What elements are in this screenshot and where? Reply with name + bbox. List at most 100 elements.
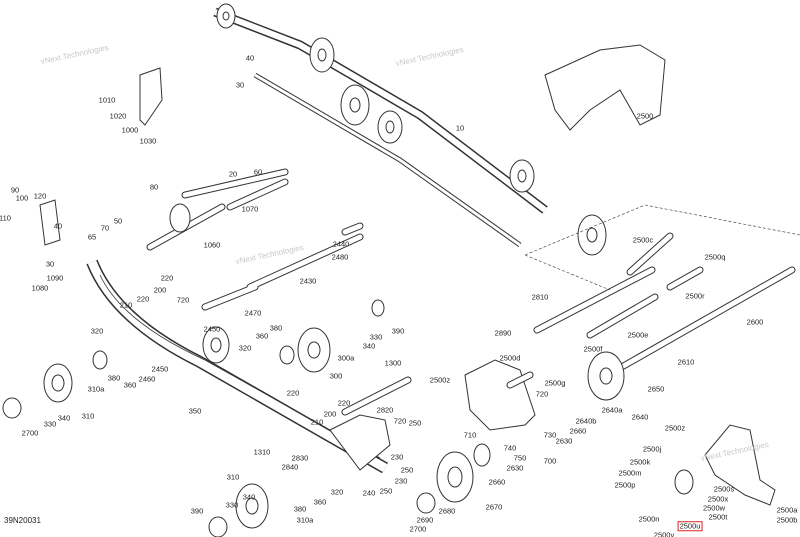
part-label-250[interactable]: 250 bbox=[400, 465, 414, 475]
part-label-380[interactable]: 380 bbox=[293, 504, 307, 514]
part-label-350[interactable]: 350 bbox=[188, 406, 202, 416]
part-label-340[interactable]: 340 bbox=[57, 413, 71, 423]
part-label-330[interactable]: 330 bbox=[43, 419, 57, 429]
part-label-2810[interactable]: 2810 bbox=[531, 292, 549, 302]
part-label-340[interactable]: 340 bbox=[362, 341, 376, 351]
part-label-2630[interactable]: 2630 bbox=[506, 463, 524, 473]
part-label-1000[interactable]: 1000 bbox=[121, 125, 139, 135]
part-label-1070[interactable]: 1070 bbox=[241, 204, 259, 214]
part-label-2500c[interactable]: 2500c bbox=[632, 235, 654, 245]
part-label-250[interactable]: 250 bbox=[379, 486, 393, 496]
part-label-300[interactable]: 300 bbox=[329, 371, 343, 381]
part-label-2500j[interactable]: 2500j bbox=[642, 444, 662, 454]
part-label-40[interactable]: 40 bbox=[245, 53, 255, 63]
part-label-310[interactable]: 310 bbox=[226, 472, 240, 482]
part-label-110[interactable]: 110 bbox=[0, 213, 11, 223]
part-label-210[interactable]: 210 bbox=[310, 417, 324, 427]
part-label-2600[interactable]: 2600 bbox=[746, 317, 764, 327]
part-label-2670[interactable]: 2670 bbox=[485, 502, 503, 512]
part-label-220[interactable]: 220 bbox=[337, 398, 351, 408]
part-label-2610[interactable]: 2610 bbox=[677, 357, 695, 367]
part-label-2500a[interactable]: 2500a bbox=[776, 505, 798, 515]
part-label-2660[interactable]: 2660 bbox=[488, 477, 506, 487]
part-label-2470[interactable]: 2470 bbox=[244, 308, 262, 318]
part-label-210[interactable]: 210 bbox=[119, 300, 133, 310]
part-label-300a[interactable]: 300a bbox=[337, 353, 355, 363]
part-label-2690[interactable]: 2690 bbox=[416, 515, 434, 525]
part-label-320[interactable]: 320 bbox=[238, 343, 252, 353]
part-label-2890[interactable]: 2890 bbox=[494, 328, 512, 338]
part-label-80[interactable]: 80 bbox=[149, 182, 159, 192]
part-label-720[interactable]: 720 bbox=[393, 416, 407, 426]
part-label-1030[interactable]: 1030 bbox=[139, 136, 157, 146]
part-label-2700[interactable]: 2700 bbox=[409, 524, 427, 534]
part-label-2500t[interactable]: 2500t bbox=[708, 512, 728, 522]
part-label-2500f[interactable]: 2500f bbox=[583, 344, 603, 354]
part-label-2640[interactable]: 2640 bbox=[631, 412, 649, 422]
part-label-10[interactable]: 10 bbox=[455, 123, 465, 133]
part-label-360[interactable]: 360 bbox=[123, 380, 137, 390]
part-label-250[interactable]: 250 bbox=[408, 418, 422, 428]
part-label-1080[interactable]: 1080 bbox=[31, 283, 49, 293]
part-label-340[interactable]: 340 bbox=[242, 492, 256, 502]
part-label-2450[interactable]: 2450 bbox=[203, 324, 221, 334]
part-label-2500x[interactable]: 2500x bbox=[707, 494, 729, 504]
part-label-2500m[interactable]: 2500m bbox=[618, 468, 642, 478]
part-label-220[interactable]: 220 bbox=[286, 388, 300, 398]
part-label-220[interactable]: 220 bbox=[136, 294, 150, 304]
part-label-2500z[interactable]: 2500z bbox=[429, 375, 451, 385]
part-label-2500p[interactable]: 2500p bbox=[614, 480, 636, 490]
part-label-2660[interactable]: 2660 bbox=[569, 426, 587, 436]
part-label-720[interactable]: 720 bbox=[535, 389, 549, 399]
part-label-70[interactable]: 70 bbox=[100, 223, 110, 233]
part-label-2830[interactable]: 2830 bbox=[291, 453, 309, 463]
part-label-220[interactable]: 220 bbox=[160, 273, 174, 283]
part-label-30[interactable]: 30 bbox=[235, 80, 245, 90]
part-label-750[interactable]: 750 bbox=[513, 453, 527, 463]
part-label-2440[interactable]: 2440 bbox=[332, 239, 350, 249]
part-label-2450[interactable]: 2450 bbox=[151, 364, 169, 374]
part-label-120[interactable]: 120 bbox=[33, 191, 47, 201]
part-label-2500e[interactable]: 2500e bbox=[627, 330, 649, 340]
part-label-700[interactable]: 700 bbox=[543, 456, 557, 466]
part-label-2500r[interactable]: 2500r bbox=[685, 291, 705, 301]
part-label-2460[interactable]: 2460 bbox=[138, 374, 156, 384]
part-label-710[interactable]: 710 bbox=[463, 430, 477, 440]
part-label-1020[interactable]: 1020 bbox=[109, 111, 127, 121]
part-label-50[interactable]: 50 bbox=[113, 216, 123, 226]
part-label-310[interactable]: 310 bbox=[81, 411, 95, 421]
part-label-20[interactable]: 20 bbox=[228, 169, 238, 179]
part-label-2640a[interactable]: 2640a bbox=[601, 405, 623, 415]
part-label-740[interactable]: 740 bbox=[503, 443, 517, 453]
part-label-2500d[interactable]: 2500d bbox=[499, 353, 521, 363]
part-label-2700[interactable]: 2700 bbox=[21, 428, 39, 438]
part-label-230[interactable]: 230 bbox=[390, 452, 404, 462]
part-label-1060[interactable]: 1060 bbox=[203, 240, 221, 250]
part-label-2500v[interactable]: 2500v bbox=[653, 530, 675, 537]
part-label-2480[interactable]: 2480 bbox=[331, 252, 349, 262]
part-label-2500w[interactable]: 2500w bbox=[702, 503, 726, 513]
part-label-330[interactable]: 330 bbox=[369, 332, 383, 342]
part-label-2680[interactable]: 2680 bbox=[438, 506, 456, 516]
part-label-2650[interactable]: 2650 bbox=[647, 384, 665, 394]
part-label-2500s[interactable]: 2500s bbox=[713, 484, 735, 494]
part-label-2500k[interactable]: 2500k bbox=[629, 457, 651, 467]
part-label-240[interactable]: 240 bbox=[362, 488, 376, 498]
part-label-1010[interactable]: 1010 bbox=[98, 95, 116, 105]
part-label-2500b[interactable]: 2500b bbox=[776, 515, 798, 525]
part-label-40[interactable]: 40 bbox=[53, 221, 63, 231]
part-label-320[interactable]: 320 bbox=[90, 326, 104, 336]
part-label-200[interactable]: 200 bbox=[323, 409, 337, 419]
part-label-310a[interactable]: 310a bbox=[296, 515, 314, 525]
part-label-100[interactable]: 100 bbox=[15, 193, 29, 203]
part-label-2500n[interactable]: 2500n bbox=[638, 514, 660, 524]
part-label-2820[interactable]: 2820 bbox=[376, 405, 394, 415]
part-label-380[interactable]: 380 bbox=[269, 323, 283, 333]
part-label-360[interactable]: 360 bbox=[313, 497, 327, 507]
part-label-360[interactable]: 360 bbox=[255, 331, 269, 341]
part-label-230[interactable]: 230 bbox=[394, 476, 408, 486]
part-label-60[interactable]: 60 bbox=[253, 167, 263, 177]
part-label-320[interactable]: 320 bbox=[330, 487, 344, 497]
part-label-1310[interactable]: 1310 bbox=[253, 447, 271, 457]
part-label-390[interactable]: 390 bbox=[190, 506, 204, 516]
